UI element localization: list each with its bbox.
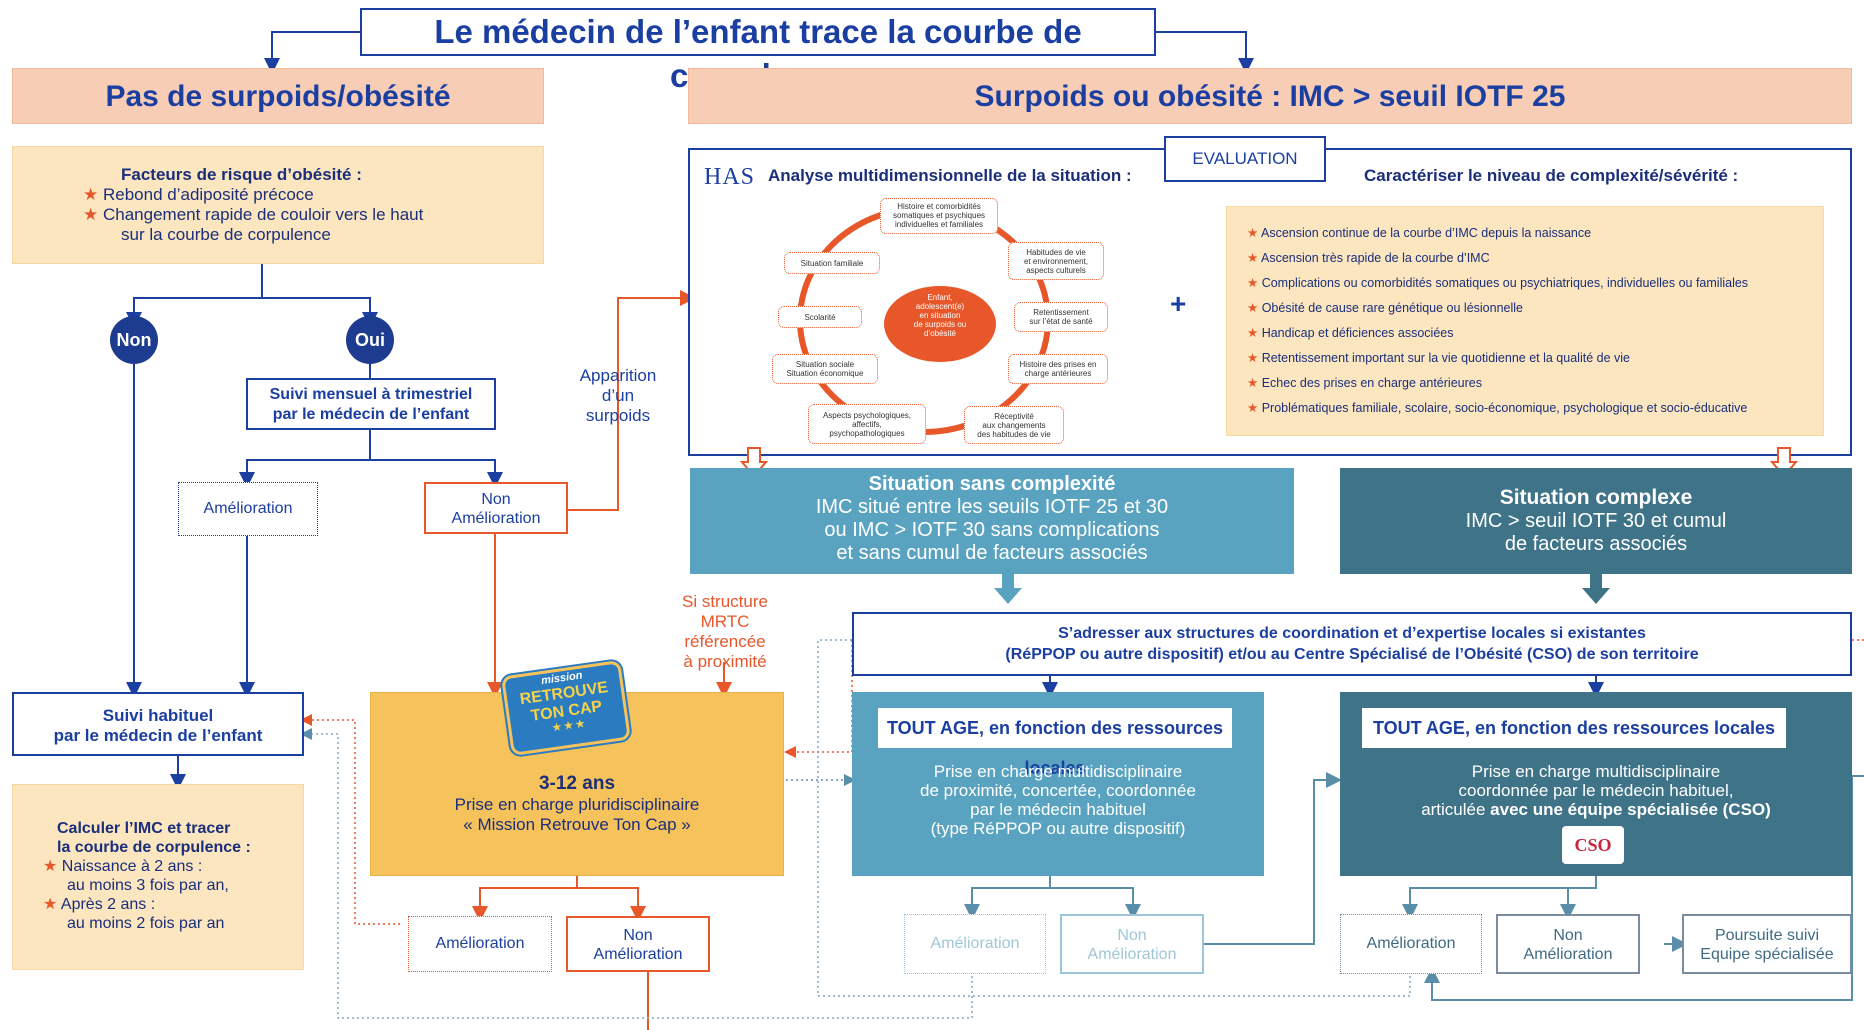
suivi-habituel-box: Suivi habituel par le médecin de l’enfan…	[12, 692, 304, 756]
evaluation-tab: EVALUATION	[1164, 136, 1326, 182]
star-icon: ★	[1247, 401, 1259, 415]
wheel-bubble-scolarite: Scolarité	[778, 306, 862, 328]
criteria-item: ★ Ascension très rapide de la courbe d’I…	[1247, 251, 1490, 265]
criteria-item: ★ Ascension continue de la courbe d’IMC …	[1247, 226, 1592, 240]
tout-age-tab: TOUT AGE, en fonction des ressources loc…	[878, 708, 1232, 778]
star-icon: ★	[1247, 376, 1259, 390]
non-amelioration-box: Non Amélioration	[1496, 914, 1640, 974]
non-amelioration-box: Non Amélioration	[424, 482, 568, 534]
apparition-surpoids-label: Apparition d’un surpoids	[579, 366, 657, 425]
amelioration-box: Amélioration	[408, 916, 552, 972]
oui-node: Oui	[346, 316, 394, 364]
left-header: Pas de surpoids/obésité	[12, 68, 544, 124]
criteria-item: ★ Echec des prises en charge antérieures	[1247, 376, 1482, 390]
risk-factors-box: Facteurs de risque d’obésité : ★ Rebond …	[12, 146, 544, 264]
star-icon: ★	[43, 858, 58, 875]
risk-item: ★ Changement rapide de couloir vers le h…	[83, 205, 424, 224]
star-icon: ★	[1247, 226, 1259, 240]
mission-box: 3-12 ans Prise en charge pluridisciplina…	[370, 692, 784, 876]
star-icon: ★	[1247, 251, 1259, 265]
criteria-item: ★ Complications ou comorbidités somatiqu…	[1247, 276, 1749, 290]
tout-age-tab: TOUT AGE, en fonction des ressources loc…	[1362, 708, 1786, 748]
amelioration-box: Amélioration	[178, 482, 318, 536]
has-logo: HAS	[704, 164, 756, 190]
situation-sans-complexite: Situation sans complexité IMC situé entr…	[690, 468, 1294, 574]
star-icon: ★	[83, 205, 99, 224]
criteria-box: ★ Ascension continue de la courbe d’IMC …	[1226, 206, 1824, 436]
si-structure-note: Si structure MRTC référencée à proximité	[682, 592, 768, 671]
wheel-bubble-situation-familiale: Situation familiale	[784, 252, 880, 274]
down-arrow-icon	[1582, 574, 1610, 604]
situation-complexe: Situation complexe IMC > seuil IOTF 30 e…	[1340, 468, 1852, 574]
amelioration-box: Amélioration	[904, 914, 1046, 974]
criteria-item: ★ Obésité de cause rare génétique ou lés…	[1247, 301, 1523, 315]
analyse-title: Analyse multidimensionnelle de la situat…	[768, 166, 1132, 185]
criteria-item: ★ Handicap et déficiences associées	[1247, 326, 1454, 340]
criteria-list: ★ Ascension continue de la courbe d’IMC …	[1247, 221, 1823, 421]
risk-factors-title: Facteurs de risque d’obésité :	[121, 165, 362, 184]
adresser-structures-box: S’adresser aux structures de coordinatio…	[852, 612, 1852, 676]
star-icon: ★	[1247, 301, 1259, 315]
page-title: Le médecin de l’enfant trace la courbe d…	[360, 8, 1156, 94]
wheel-bubble-psycho: Aspects psychologiques,affectifs,psychop…	[808, 404, 926, 444]
calcul-imc-box: Calculer l’IMC et tracer la courbe de co…	[12, 784, 304, 970]
amelioration-box: Amélioration	[1340, 914, 1482, 974]
caracteriser-title: Caractériser le niveau de complexité/sév…	[1364, 166, 1739, 185]
non-amelioration-box: Non Amélioration	[1060, 914, 1204, 974]
down-arrow-icon	[994, 574, 1022, 604]
star-icon: ★	[1247, 326, 1259, 340]
mission-logo: mission RETROUVE TON CAP ★ ★ ★	[501, 660, 631, 756]
cso-logo: CSO	[1562, 826, 1624, 864]
plus-sign: +	[1170, 288, 1187, 319]
star-icon: ★	[1247, 276, 1259, 290]
wheel-center: Enfant, adolescent(e) en situation de su…	[884, 286, 996, 362]
star-icon: ★	[43, 896, 58, 913]
suivi-mensuel-box: Suivi mensuel à trimestriel par le médec…	[246, 378, 496, 430]
risk-item: ★ Rebond d’adiposité précoce	[83, 185, 314, 204]
non-amelioration-box: Non Amélioration	[566, 916, 710, 972]
prise-en-charge-specialisee-box: TOUT AGE, en fonction des ressources loc…	[1340, 692, 1852, 876]
criteria-item: ★ Retentissement important sur la vie qu…	[1247, 351, 1630, 365]
star-icon: ★	[1247, 351, 1259, 365]
poursuite-suivi-box: Poursuite suivi Equipe spécialisée	[1682, 914, 1852, 974]
star-icon: ★	[83, 185, 99, 204]
risk-item-continuation: sur la courbe de corpulence	[121, 225, 331, 244]
non-node: Non	[110, 316, 158, 364]
right-header: Surpoids ou obésité : IMC > seuil IOTF 2…	[688, 68, 1852, 124]
prise-en-charge-proximite-box: TOUT AGE, en fonction des ressources loc…	[852, 692, 1264, 876]
criteria-item: ★ Problématiques familiale, scolaire, so…	[1247, 401, 1748, 415]
